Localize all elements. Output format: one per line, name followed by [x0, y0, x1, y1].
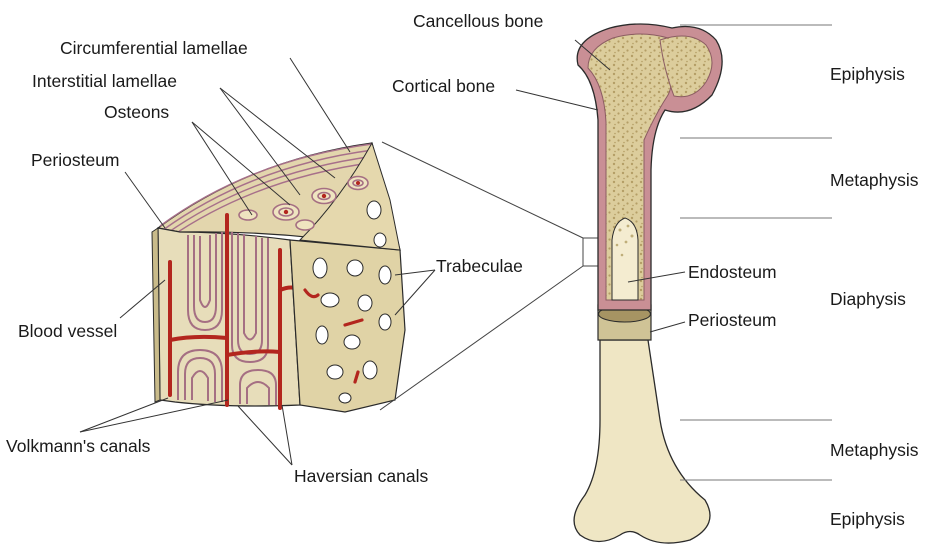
- label-volkmanns-canals: Volkmann's canals: [6, 438, 150, 456]
- femur-lower-shaft: [574, 340, 710, 543]
- bone-section-block: [152, 143, 405, 412]
- label-cortical-bone: Cortical bone: [392, 78, 495, 96]
- region-epiphysis-bottom: Epiphysis: [830, 511, 905, 529]
- label-haversian-canals: Haversian canals: [294, 468, 428, 486]
- femur: [574, 24, 722, 543]
- label-blood-vessel: Blood vessel: [18, 323, 117, 341]
- label-circumferential-lamellae: Circumferential lamellae: [60, 40, 248, 58]
- label-periosteum-right: Periosteum: [688, 312, 777, 330]
- label-endosteum: Endosteum: [688, 264, 777, 282]
- femur-medullary-cavity: [612, 218, 638, 300]
- label-osteons: Osteons: [104, 104, 169, 122]
- region-epiphysis-top: Epiphysis: [830, 66, 905, 84]
- label-trabeculae: Trabeculae: [436, 258, 523, 276]
- zoom-connector-lines: [380, 142, 598, 410]
- region-diaphysis: Diaphysis: [830, 291, 906, 309]
- periosteum-layer: [152, 228, 160, 402]
- label-cancellous-bone: Cancellous bone: [413, 13, 543, 31]
- region-metaphysis-top: Metaphysis: [830, 172, 919, 190]
- label-periosteum-left: Periosteum: [31, 152, 120, 170]
- region-metaphysis-bottom: Metaphysis: [830, 442, 919, 460]
- label-interstitial-lamellae: Interstitial lamellae: [32, 73, 177, 91]
